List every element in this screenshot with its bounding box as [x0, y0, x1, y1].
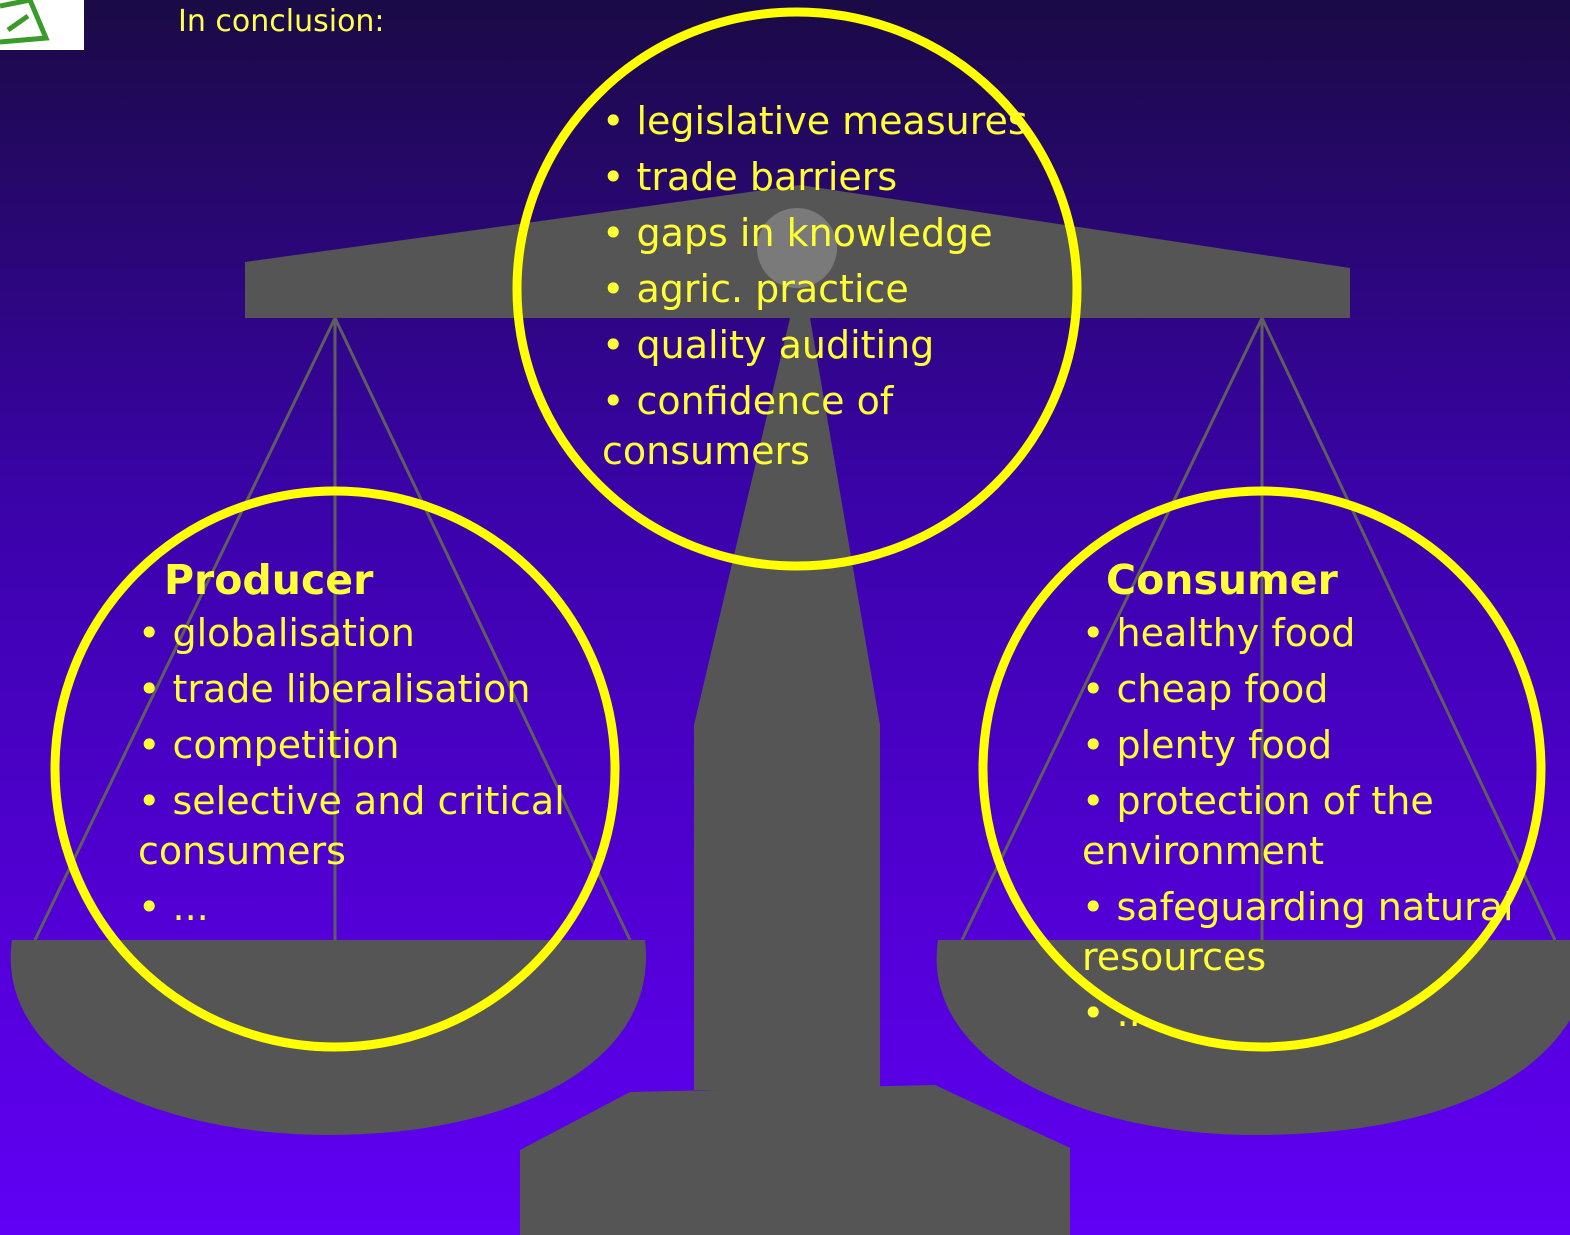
list-item: trade barriers	[602, 152, 1032, 202]
producer-list: Producer globalisation trade liberalisat…	[138, 552, 588, 938]
top-circle-outline	[512, 7, 1082, 571]
producer-heading: Producer	[164, 556, 374, 604]
left-pan	[10, 940, 646, 1135]
list-item: globalisation	[138, 608, 588, 658]
list-item: legislative measures	[602, 96, 1032, 146]
scale-base	[520, 1085, 1070, 1235]
list-item: confidence of consumers	[602, 376, 1032, 476]
logo-mark-icon	[0, 0, 50, 45]
slide-title: In conclusion:	[178, 4, 385, 39]
top-circle-list: legislative measures trade barriers gaps…	[602, 96, 1032, 482]
consumer-list: Consumer healthy food cheap food plenty …	[1082, 552, 1522, 1044]
producer-circle-outline	[50, 486, 620, 1052]
list-item: gaps in knowledge	[602, 208, 1032, 258]
list-item: cheap food	[1082, 664, 1522, 714]
list-item: ...	[138, 882, 588, 932]
list-item: ...	[1082, 988, 1522, 1038]
list-item: plenty food	[1082, 720, 1522, 770]
consumer-heading: Consumer	[1106, 556, 1338, 604]
list-item: competition	[138, 720, 588, 770]
list-item: protection of the environment	[1082, 776, 1522, 876]
consumer-circle-outline	[978, 486, 1546, 1052]
scale-pillar	[694, 318, 880, 1090]
logo	[0, 0, 84, 50]
list-item: selective and critical consumers	[138, 776, 588, 876]
list-item: agric. practice	[602, 264, 1032, 314]
list-item: quality auditing	[602, 320, 1032, 370]
list-item: healthy food	[1082, 608, 1522, 658]
list-item: trade liberalisation	[138, 664, 588, 714]
list-item: safeguarding natural resources	[1082, 882, 1522, 982]
